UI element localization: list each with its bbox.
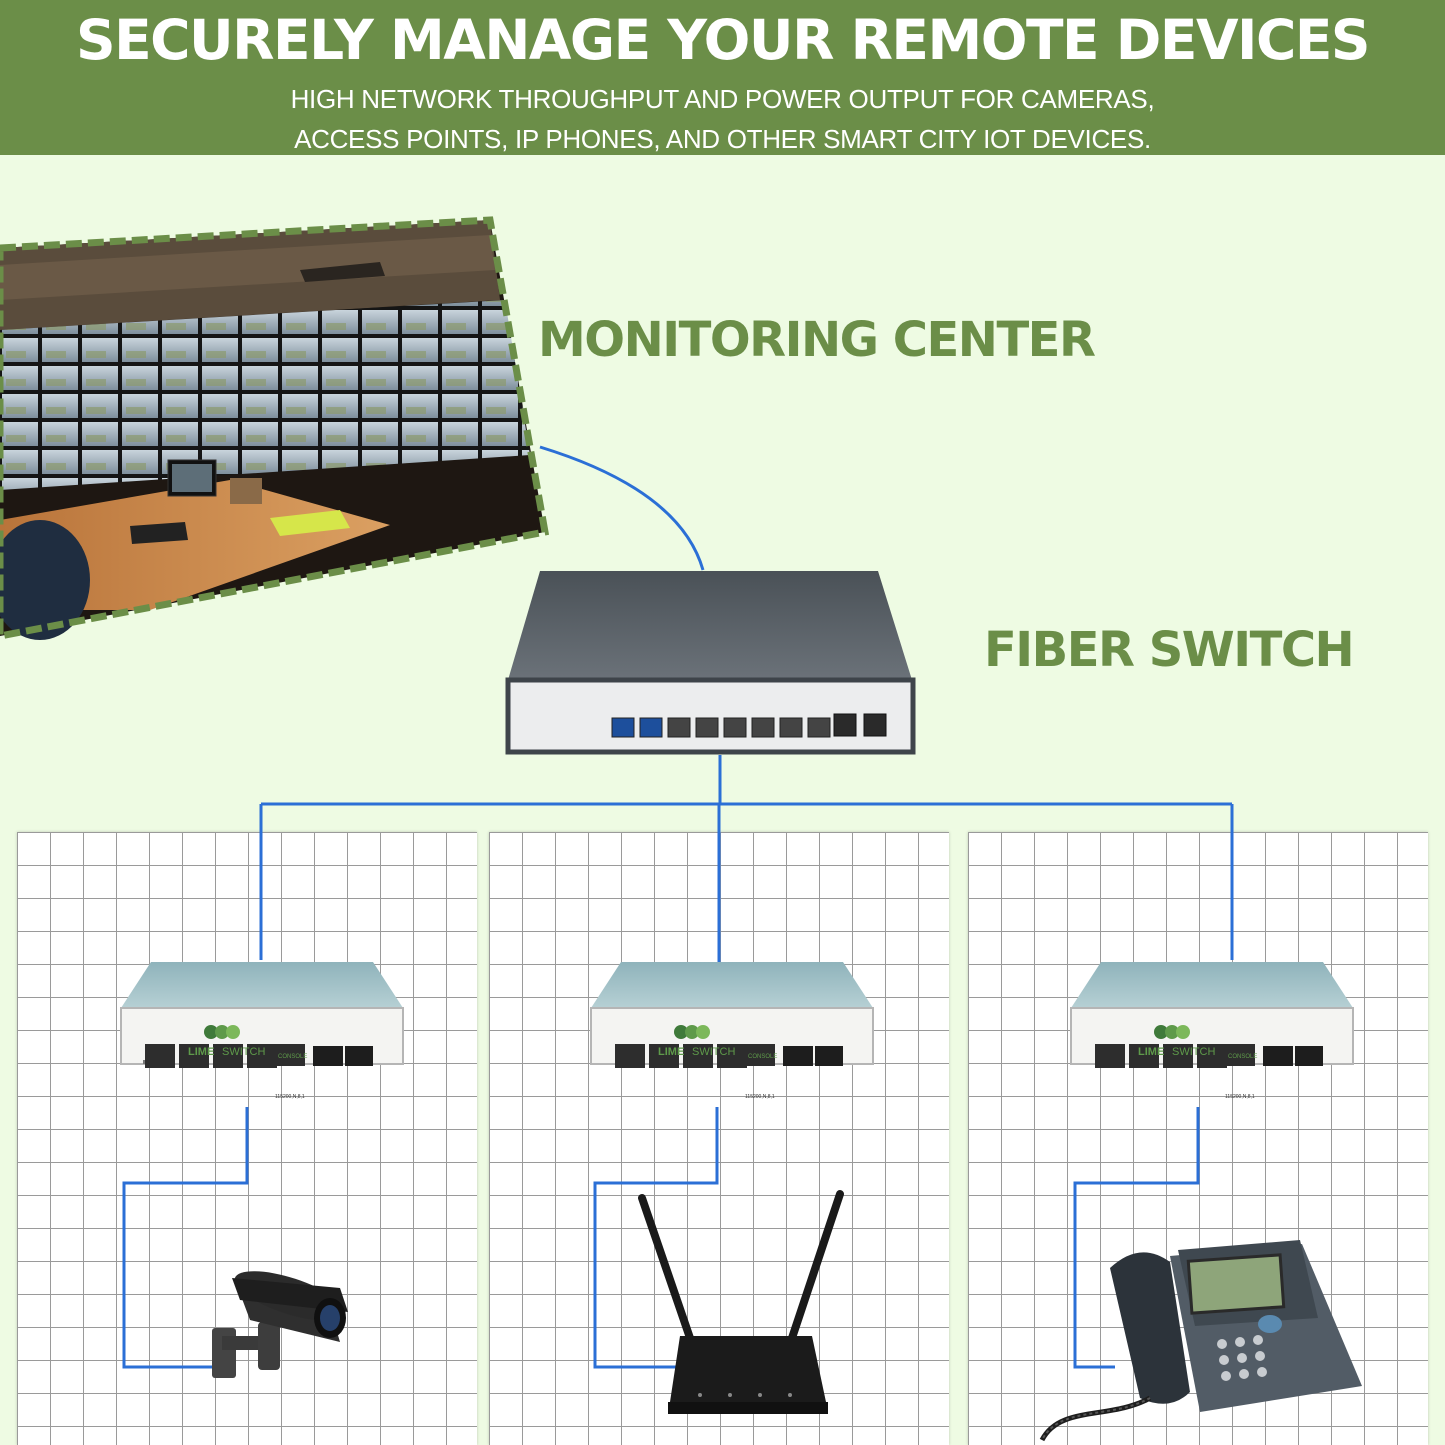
fiber-switch-rj45-ports bbox=[833, 713, 887, 737]
console-text-3: CONSOLE bbox=[1228, 1054, 1257, 1060]
fiber-switch-sfp-ports bbox=[611, 717, 831, 738]
camera-icon bbox=[212, 1271, 348, 1378]
console-text-1: CONSOLE bbox=[278, 1054, 307, 1060]
ip-phone-icon bbox=[1039, 1240, 1362, 1442]
subtitle-line-1: HIGH NETWORK THROUGHPUT AND POWER OUTPUT… bbox=[290, 84, 1155, 114]
brand-text-2: LIME bbox=[658, 1046, 684, 1058]
edge-switch-3 bbox=[1070, 962, 1354, 1068]
monitoring-center-label: MONITORING CENTER bbox=[538, 312, 1096, 368]
subtitle-line-2: ACCESS POINTS, IP PHONES, AND OTHER SMAR… bbox=[294, 124, 1151, 154]
brand-text-3b: SWITCH bbox=[1172, 1046, 1215, 1058]
baud-text-1: 115200,N,8,1 bbox=[275, 1094, 305, 1100]
brand-text-1: LIME bbox=[188, 1046, 214, 1058]
edge-switch-texts: LIME SWITCH CONSOLE 115200,N,8,1 LIME SW… bbox=[188, 1046, 1257, 1100]
edge-switch-2 bbox=[590, 962, 874, 1068]
edge-switch-1 bbox=[120, 962, 404, 1068]
fiber-switch-device bbox=[505, 571, 916, 755]
brand-text-3: LIME bbox=[1138, 1046, 1164, 1058]
baud-text-2: 115200,N,8,1 bbox=[745, 1094, 775, 1100]
router-icon bbox=[638, 1190, 844, 1414]
console-text-2: CONSOLE bbox=[748, 1054, 777, 1060]
brand-text-1b: SWITCH bbox=[222, 1046, 265, 1058]
baud-text-3: 115200,N,8,1 bbox=[1225, 1094, 1255, 1100]
fiber-switch-label: FIBER SWITCH bbox=[984, 622, 1355, 678]
connection-lines bbox=[122, 445, 1234, 1369]
monitoring-center-photo bbox=[0, 216, 550, 640]
page-title: SECURELY MANAGE YOUR REMOTE DEVICES bbox=[75, 8, 1371, 72]
header-banner: SECURELY MANAGE YOUR REMOTE DEVICES HIGH… bbox=[0, 0, 1445, 155]
brand-text-2b: SWITCH bbox=[692, 1046, 735, 1058]
